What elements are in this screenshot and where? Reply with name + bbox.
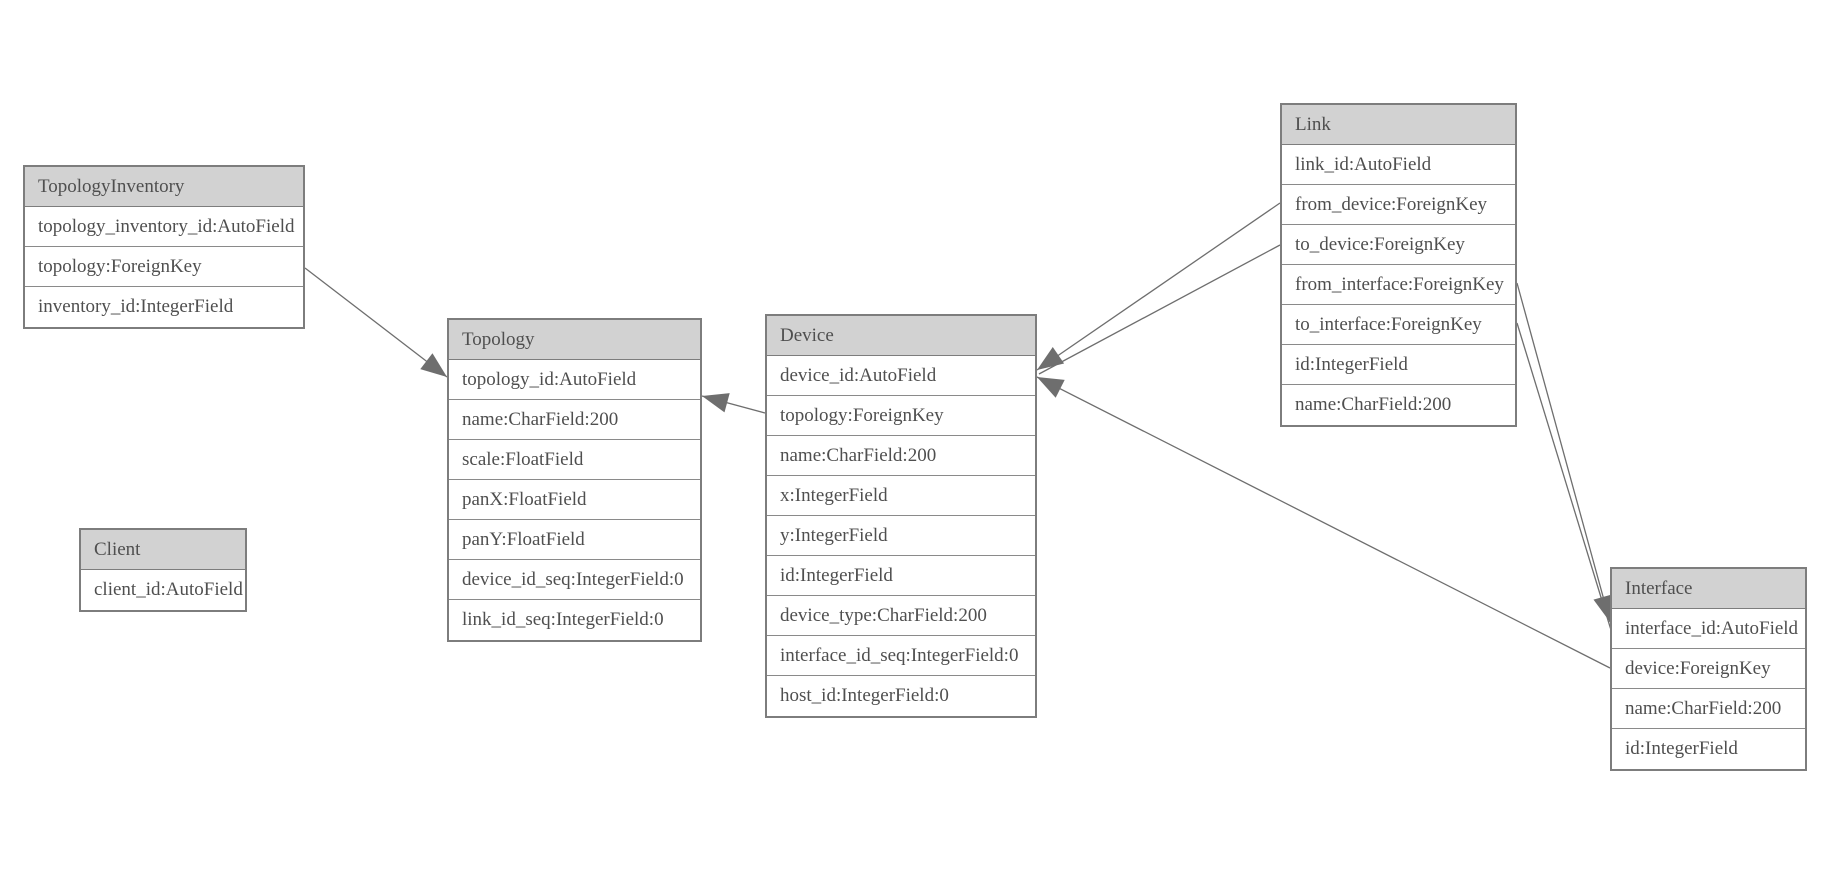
entity-field-row: from_interface:ForeignKey [1282,265,1515,305]
relationship-line [1038,244,1281,375]
entity-field-row: name:CharField:200 [1282,385,1515,425]
entity-field-row: name:CharField:200 [767,436,1035,476]
entity-field-row: topology:ForeignKey [767,396,1035,436]
relationship-line [304,267,448,378]
entity-field-row: client_id:AutoField [81,570,245,610]
entity-title: Client [81,530,245,570]
entity-field-row: device_id:AutoField [767,356,1035,396]
arrowhead-icon [1037,377,1065,398]
entity-field-row: interface_id:AutoField [1612,609,1805,649]
entity-field-row: name:CharField:200 [1612,689,1805,729]
entity-title: Interface [1612,569,1805,609]
relationship-line [1036,202,1281,371]
entity-field-row: device_id_seq:IntegerField:0 [449,560,700,600]
entity-field-row: link_id_seq:IntegerField:0 [449,600,700,640]
entity-field-row: from_device:ForeignKey [1282,185,1515,225]
entity-field-row: name:CharField:200 [449,400,700,440]
entity-table-client: Client client_id:AutoField [79,528,247,612]
entity-title: Device [767,316,1035,356]
arrowhead-icon [420,353,447,377]
entity-field-row: interface_id_seq:IntegerField:0 [767,636,1035,676]
entity-field-row: topology:ForeignKey [25,247,303,287]
entity-field-row: x:IntegerField [767,476,1035,516]
entity-field-row: device:ForeignKey [1612,649,1805,689]
entity-field-row: topology_inventory_id:AutoField [25,207,303,247]
relationship-line [1036,376,1611,669]
entity-field-row: device_type:CharField:200 [767,596,1035,636]
arrowhead-icon [1037,347,1065,370]
entity-title: Link [1282,105,1515,145]
entity-field-row: host_id:IntegerField:0 [767,676,1035,716]
entity-field-row: panX:FloatField [449,480,700,520]
relationship-line [1516,322,1612,631]
entity-field-row: id:IntegerField [767,556,1035,596]
entity-field-row: y:IntegerField [767,516,1035,556]
arrowhead-icon [702,393,730,413]
relationship-line [1516,282,1611,623]
entity-title: Topology [449,320,700,360]
entity-title: TopologyInventory [25,167,303,207]
entity-field-row: id:IntegerField [1612,729,1805,769]
entity-table-topologyinventory: TopologyInventory topology_inventory_id:… [23,165,305,329]
entity-field-row: to_interface:ForeignKey [1282,305,1515,345]
entity-field-row: to_device:ForeignKey [1282,225,1515,265]
entity-field-list: client_id:AutoField [81,570,245,610]
entity-field-row: scale:FloatField [449,440,700,480]
entity-field-row: panY:FloatField [449,520,700,560]
entity-field-row: inventory_id:IntegerField [25,287,303,327]
entity-field-row: link_id:AutoField [1282,145,1515,185]
arrowhead-icon [1593,594,1613,622]
entity-field-row: topology_id:AutoField [449,360,700,400]
entity-field-row: id:IntegerField [1282,345,1515,385]
